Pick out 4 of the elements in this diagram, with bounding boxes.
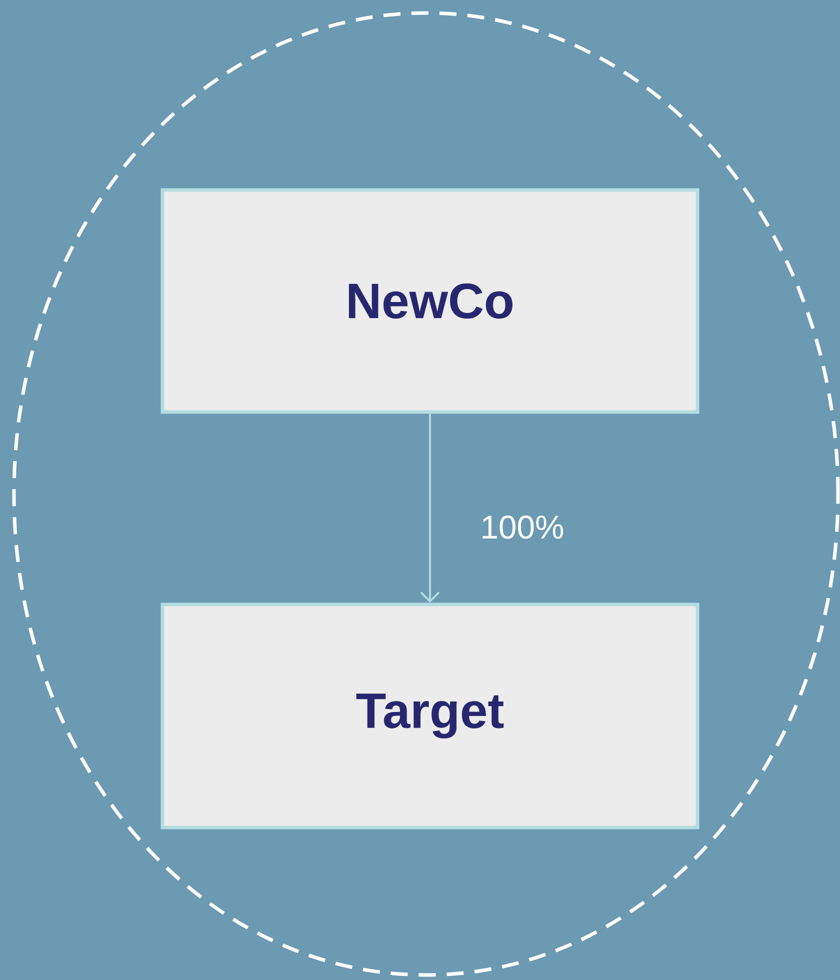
entity-box: NewCo [160, 188, 700, 414]
entity-box: Target [160, 602, 700, 830]
edge-label: 100% [482, 516, 564, 539]
arrow [420, 414, 440, 603]
